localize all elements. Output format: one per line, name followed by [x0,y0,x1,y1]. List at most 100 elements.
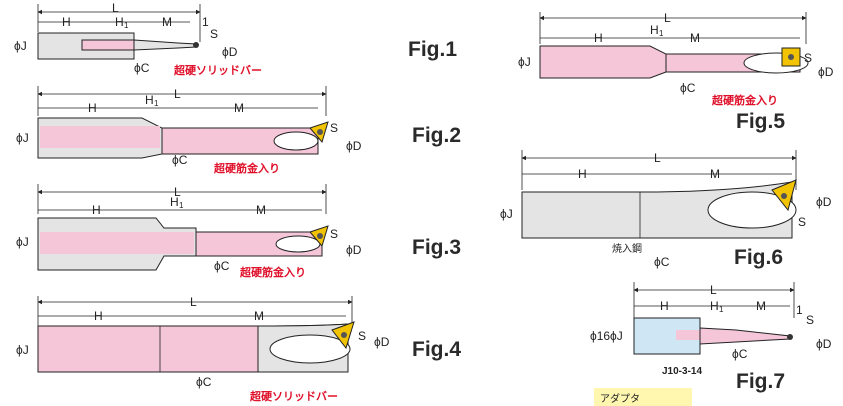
fig3-note: 超硬筋金入り [239,265,306,279]
fig5-dim-D: ϕD [818,65,834,79]
svg-text:1: 1 [154,99,159,108]
fig5-dim-H: H [594,31,603,45]
fig2-dim-H: H [88,101,97,115]
fig7-dim-H1: H [710,299,719,313]
fig2-screw-icon [317,129,323,135]
fig2-dim-D: ϕD [346,139,362,153]
fig2-core [40,126,160,148]
fig1-dim-1: 1 [202,15,209,29]
fig4-dim-C: ϕC [196,375,212,389]
fig1-dim-M: M [162,15,172,29]
fig5-note: 超硬筋金入り [711,93,778,107]
fig5-label: Fig.5 [736,110,785,133]
fig2-dim-L: L [174,87,181,101]
fig5-dim-H1: H [650,23,659,37]
fig6-note: 焼入鋼 [612,242,642,255]
fig7-dim-phi16: ϕ16 [590,329,610,343]
fig5-dim-J: ϕJ [518,55,531,69]
fig2-label: Fig.2 [412,124,461,147]
fig3-flat [275,235,321,253]
fig7-core [676,330,700,340]
fig2-dim-J: ϕJ [16,131,29,145]
fig6-label: Fig.6 [734,246,783,269]
fig1-dim-C: ϕC [134,61,150,75]
fig3-dim-S: S [330,227,338,241]
fig2-dim-H1: H [145,93,154,107]
fig4-label: Fig.4 [412,338,461,361]
fig7-drawing: L H H 1 M 1 S ϕ16 ϕJ ϕD ϕC J10-3-14 アダプタ [590,282,832,406]
fig4-dim-D: ϕD [374,335,390,349]
fig3-label: Fig.3 [412,236,461,259]
fig1-dim-L: L [112,1,119,15]
fig6-dim-D: ϕD [816,195,832,209]
fig7-dim-L: L [710,283,717,297]
fig1-label: Fig.1 [408,38,457,61]
fig2-dim-C: ϕC [172,153,188,167]
fig5-dim-M: M [690,31,700,45]
fig2-bar [161,127,319,155]
fig7-dim-J: ϕJ [610,329,623,343]
fig6-flat [707,191,797,229]
fig3-core [40,232,194,254]
fig7-insert-icon [787,334,793,340]
fig2-dim-M: M [234,101,244,115]
svg-text:1: 1 [719,305,724,314]
fig5-screw-icon [788,54,794,60]
fig7-dim-C: ϕC [732,347,748,361]
fig4-screw-icon [341,332,347,338]
fig4-drawing: L H M S ϕJ ϕD ϕC 超硬ソリッドバー [16,295,390,403]
fig2-note: 超硬筋金入り [213,161,280,175]
fig7-label-bg [594,388,692,406]
fig6-dim-M: M [710,167,720,181]
fig6-dim-C: ϕC [654,255,670,269]
fig3-dim-H: H [92,203,101,217]
fig1-dim-J: ϕJ [14,39,27,53]
fig3-dim-M: M [256,203,266,217]
fig2-drawing: L H H 1 M S ϕJ ϕD ϕC 超硬筋金入り [16,86,362,175]
fig7-dim-1: 1 [796,303,803,317]
fig4-dim-L: L [190,295,197,309]
fig6-dim-H: H [578,167,587,181]
fig6-screw-icon [781,193,787,199]
fig2-dim-S: S [330,121,338,135]
svg-text:1: 1 [124,21,129,30]
fig6-dim-S: S [798,215,806,229]
fig4-dim-S: S [358,329,366,343]
fig5-dim-S: S [804,51,812,65]
fig5-dim-L: L [664,11,671,25]
fig6-drawing: L H M S ϕJ ϕD 焼入鋼 ϕC [500,150,832,269]
fig1-dim-H1: H [115,15,124,29]
fig5-shank [539,45,667,79]
fig1-neck [133,39,197,51]
fig3-drawing: L H H 1 M S ϕJ ϕD ϕC 超硬筋金入り [16,184,362,279]
fig3-dim-D: ϕD [346,243,362,257]
fig5-drawing: L H H 1 M S ϕJ ϕD ϕC 超硬筋金入り [518,11,834,107]
fig7-dim-M: M [756,299,766,313]
fig7-part-no: J10-3-14 [662,366,702,377]
fig6-dim-J: ϕJ [500,207,513,221]
fig7-dim-S: S [806,313,814,327]
fig4-dim-M: M [254,309,264,323]
fig7-bar [699,327,791,345]
fig1-carbide-core [81,39,135,51]
fig3-dim-C: ϕC [214,259,230,273]
fig1-dim-D: ϕD [222,45,238,59]
fig5-dim-C: ϕC [680,81,696,95]
fig4-dim-H: H [94,309,103,323]
fig1-drawing: L H H 1 M 1 S ϕJ ϕD ϕC 超硬ソリッドバー [14,1,262,77]
svg-text:1: 1 [179,201,184,210]
fig7-dim-H: H [660,299,669,313]
fig4-flat [269,334,351,364]
fig3-dim-J: ϕJ [16,235,29,249]
fig1-note: 超硬ソリッドバー [173,63,262,77]
fig7-label: Fig.7 [736,370,785,393]
fig4-dim-J: ϕJ [16,343,29,357]
fig1-dim-S: S [210,27,218,41]
fig2-flat [273,131,319,151]
fig3-dim-H1: H [170,195,179,209]
fig7-dim-D: ϕD [816,337,832,351]
fig3-dim-L: L [174,185,181,199]
fig6-dim-L: L [654,151,661,165]
fig4-note: 超硬ソリッドバー [249,389,338,403]
